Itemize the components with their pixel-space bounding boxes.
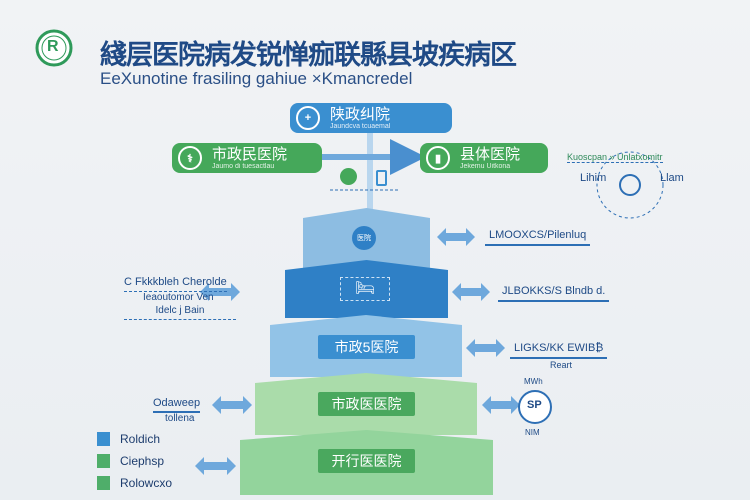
legend-item: Ciephsp	[97, 454, 172, 468]
right-label-1: LMOOXCS/Pilenluq	[485, 229, 591, 246]
right-note-left: Lihim	[580, 172, 607, 184]
document-icon	[376, 170, 387, 186]
badge-circle	[518, 390, 552, 424]
legend-label: Ciephsp	[120, 454, 165, 468]
top-callout-sub: Jaundcva tcuaemal	[330, 122, 391, 130]
page-subtitle: EeXunotine frasiling gahiue ×Kmancredel	[100, 69, 413, 88]
badge-text: SP	[527, 399, 542, 411]
caduceus-icon: ⚕	[178, 146, 202, 170]
legend-item: Roldich	[97, 432, 172, 446]
hospital-icon: 医院	[352, 226, 376, 250]
double-arrow-icon	[212, 396, 252, 414]
layer-4-label: 市政医医院	[318, 392, 415, 416]
layer-2	[285, 260, 448, 318]
legend-swatch	[97, 476, 110, 490]
left-label-a: C Fkkkbleh Cherolde	[124, 276, 227, 292]
right-label-2: JLBOKKS/S Blndb d.	[498, 285, 610, 302]
right-label-3-sub: Reart	[550, 360, 573, 370]
top-callout-label: 陕政纠院	[330, 105, 391, 123]
double-arrow-icon	[482, 396, 520, 414]
double-arrow-icon	[466, 339, 505, 357]
badge-top: MWh	[524, 377, 543, 386]
badge-bottom: NIM	[525, 428, 540, 437]
logo-text: R	[47, 38, 59, 55]
right-callout-label: 县体医院	[460, 145, 521, 163]
legend-swatch	[97, 432, 110, 446]
right-label-3: LIGKS/KK EWIB₿	[510, 342, 608, 359]
left-label-e: tollena	[165, 413, 195, 424]
left-callout-sub: Jaumo di tuesactlau	[212, 162, 275, 170]
left-label-d: Odaweep	[153, 397, 201, 413]
left-label-c: Idelc j Bain	[124, 305, 236, 320]
legend-label: Roldich	[120, 432, 161, 446]
layer-3-label: 市政5医院	[318, 335, 415, 359]
double-arrow-icon	[452, 283, 490, 301]
legend-label: Rolowcxo	[120, 476, 173, 490]
clipboard-icon: ▮	[426, 146, 450, 170]
double-arrow-icon	[437, 228, 475, 246]
legend-swatch	[97, 454, 110, 468]
double-arrow-icon	[200, 283, 240, 301]
legend: Roldich Ciephsp Rolowcxo	[97, 432, 172, 490]
right-note-title: Kuoscpan » Unlatxomitr	[567, 152, 663, 163]
right-callout-sub: Jekemu Uitkona	[460, 162, 511, 170]
page-title: 綫层医院病发锐惮痂联縣县坡疾病区	[100, 40, 517, 70]
right-note-right: Llam	[660, 172, 684, 184]
dashed-circle	[596, 151, 664, 219]
legend-item: Rolowcxo	[97, 476, 172, 490]
left-callout-label: 市政民医院	[212, 145, 288, 163]
bed-icon: 🛏	[340, 277, 390, 301]
left-label-b: Ieaoutomor Ven	[143, 292, 214, 303]
medicine-icon	[340, 168, 357, 185]
layer-5-label: 开行医医院	[318, 449, 415, 473]
double-arrow-icon	[195, 457, 236, 475]
hospital-cross-icon: +	[296, 106, 320, 130]
